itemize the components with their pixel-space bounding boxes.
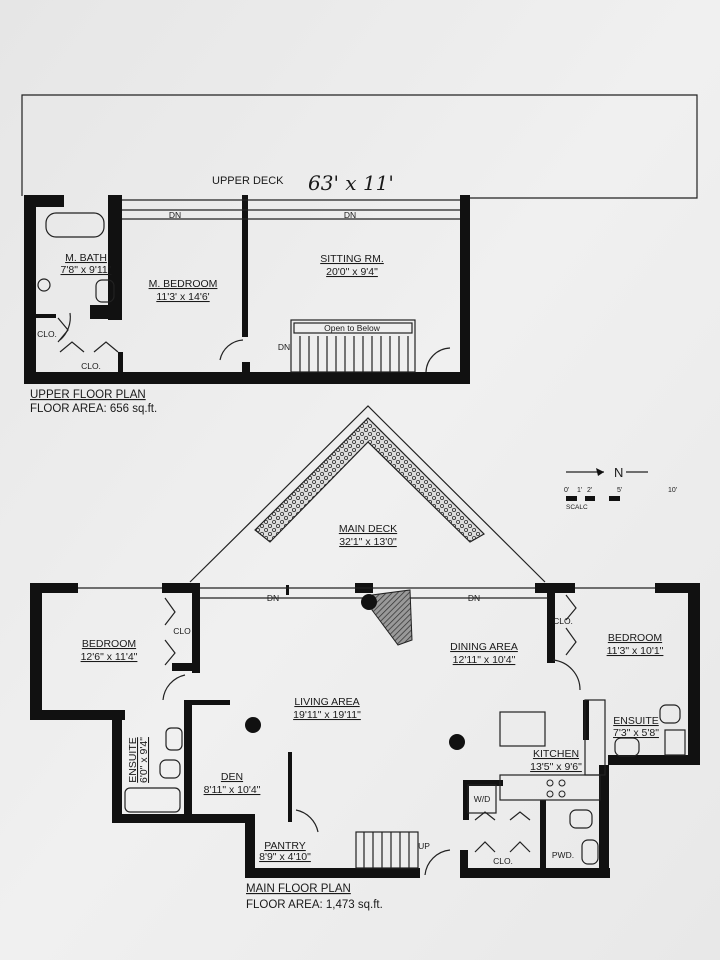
room-name-pantry: PANTRY bbox=[264, 840, 306, 852]
main-deck-outline bbox=[189, 405, 546, 583]
closet-label: CLO bbox=[173, 626, 191, 636]
room-dims-m-bath: 7'8" x 9'11" bbox=[61, 264, 112, 276]
washer-dryer-label: W/D bbox=[474, 794, 491, 804]
room-name-sitting-room: SITTING RM. bbox=[320, 253, 384, 265]
room-dims-m-bedroom: 11'3' x 14'6' bbox=[156, 291, 209, 303]
stair-note-dn: DN bbox=[169, 210, 181, 220]
scale-tick: 2' bbox=[587, 487, 592, 494]
powder-room-label: PWD. bbox=[552, 850, 574, 860]
washer-dryer bbox=[467, 784, 497, 814]
room-name-dining-area: DINING AREA bbox=[450, 641, 518, 653]
upper-plan-title: UPPER FLOOR PLAN bbox=[30, 389, 146, 401]
upper-floor-plan: UPPER DECK 63' x 11' bbox=[21, 94, 698, 415]
column-icon bbox=[245, 717, 261, 733]
stair-note-dn: DN bbox=[344, 210, 356, 220]
room-name-bedroom-east: BEDROOM bbox=[608, 632, 662, 644]
room-name-m-bath: M. BATH bbox=[65, 252, 107, 264]
upper-floor-area: FLOOR AREA: 656 sq.ft. bbox=[30, 403, 157, 415]
scale-tick: 5' bbox=[617, 487, 622, 494]
closet-label: CLO. bbox=[81, 361, 101, 371]
main-deck-name: MAIN DECK bbox=[339, 523, 397, 535]
room-dims-den: 8'11" x 10'4" bbox=[204, 784, 261, 796]
stair-dn-label: DN bbox=[267, 593, 279, 603]
north-arrow-icon bbox=[596, 468, 604, 476]
upper-deck-handwritten-dims: 63' x 11' bbox=[308, 171, 394, 195]
room-dims-pantry: 8'9" x 4'10" bbox=[259, 851, 311, 863]
stair-up-label: UP bbox=[418, 841, 430, 851]
scale-label: SCALC bbox=[566, 504, 588, 511]
north-label: N bbox=[614, 465, 623, 480]
deck-planter bbox=[254, 417, 485, 543]
main-deck-dims: 32'1" x 13'0" bbox=[339, 536, 397, 548]
upper-deck-outline bbox=[21, 94, 698, 199]
room-dims-bedroom-west: 12'6" x 11'4" bbox=[81, 651, 138, 663]
column-icon bbox=[449, 734, 465, 750]
stair-note-dn: DN bbox=[278, 342, 290, 352]
main-floor-area: FLOOR AREA: 1,473 sq.ft. bbox=[246, 899, 383, 911]
room-name-kitchen: KITCHEN bbox=[533, 748, 579, 760]
upper-deck-label: UPPER DECK bbox=[212, 175, 284, 187]
room-dims-dining-area: 12'11" x 10'4" bbox=[453, 654, 516, 666]
room-name-living-area: LIVING AREA bbox=[294, 696, 359, 708]
room-dims-ensuite-west: 6'0" x 9'4" bbox=[138, 737, 150, 783]
room-dims-kitchen: 13'5" x 9'6" bbox=[530, 761, 582, 773]
scale-tick: 10' bbox=[668, 487, 677, 494]
stair-dn-label: DN bbox=[468, 593, 480, 603]
room-name-ensuite-west: ENSUITE bbox=[127, 737, 139, 783]
room-dims-ensuite-east: 7'3" x 5'8" bbox=[613, 727, 659, 739]
closet-label: CLO. bbox=[37, 329, 57, 339]
open-to-below-label: Open to Below bbox=[324, 323, 381, 333]
room-name-m-bedroom: M. BEDROOM bbox=[149, 278, 218, 290]
column-icon bbox=[361, 594, 377, 610]
room-name-ensuite-east: ENSUITE bbox=[613, 715, 659, 727]
main-floor-plan: MAIN DECK 32'1" x 13'0" bbox=[30, 405, 700, 911]
main-plan-title: MAIN FLOOR PLAN bbox=[246, 883, 351, 895]
room-name-bedroom-west: BEDROOM bbox=[82, 638, 136, 650]
scale-tick: 1' bbox=[577, 487, 582, 494]
room-dims-living-area: 19'11" x 19'11" bbox=[293, 709, 361, 721]
closet-label: CLO. bbox=[553, 616, 573, 626]
room-dims-sitting-room: 20'0" x 9'4" bbox=[326, 266, 378, 278]
north-arrow-and-scale: N 0' 1' 2' 5' 10' SCALC bbox=[564, 465, 677, 511]
closet-label: CLO. bbox=[493, 856, 513, 866]
scale-tick: 0' bbox=[564, 487, 569, 494]
room-name-den: DEN bbox=[221, 771, 243, 783]
room-dims-bedroom-east: 11'3" x 10'1" bbox=[607, 645, 664, 657]
